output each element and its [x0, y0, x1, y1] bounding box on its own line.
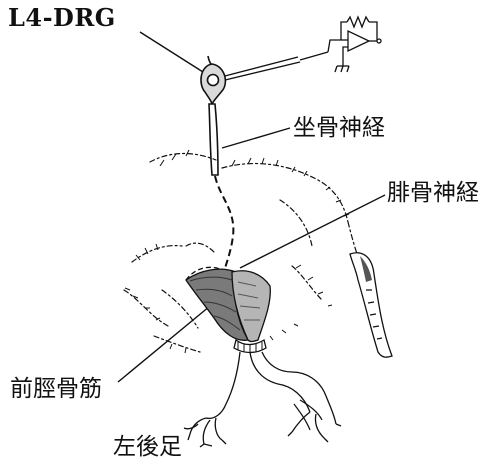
electrode-lower — [221, 62, 300, 81]
mouse-tail — [350, 253, 392, 357]
right-hind-foot — [294, 400, 322, 430]
drg-neuron-soma — [208, 75, 219, 86]
right-hind-paw — [288, 396, 341, 442]
ground-icon — [335, 66, 349, 72]
tibialis-anterior-label: 前脛骨筋 — [10, 378, 102, 401]
nerve-dashed-path — [215, 176, 233, 278]
output-terminal — [377, 39, 381, 43]
sciatic-leader-line — [222, 128, 290, 148]
drg-and-nerve — [201, 56, 233, 278]
feedback-resistor — [347, 17, 369, 27]
electrode-upper — [221, 57, 298, 77]
left-hind-paw — [184, 418, 226, 447]
ta-leader-line — [118, 306, 210, 382]
peroneal-nerve-label: 腓骨神経 — [387, 182, 479, 205]
hind-leg — [186, 267, 326, 418]
sciatic-nerve-label: 坐骨神経 — [293, 117, 385, 140]
recording-circuit — [221, 17, 381, 81]
sciatic-nerve — [209, 104, 218, 175]
drg-leader-line — [140, 32, 203, 72]
left-hind-paw-label: 左後足 — [113, 436, 182, 459]
drg-label: L4-DRG — [8, 6, 116, 30]
op-amp-icon — [348, 31, 369, 51]
